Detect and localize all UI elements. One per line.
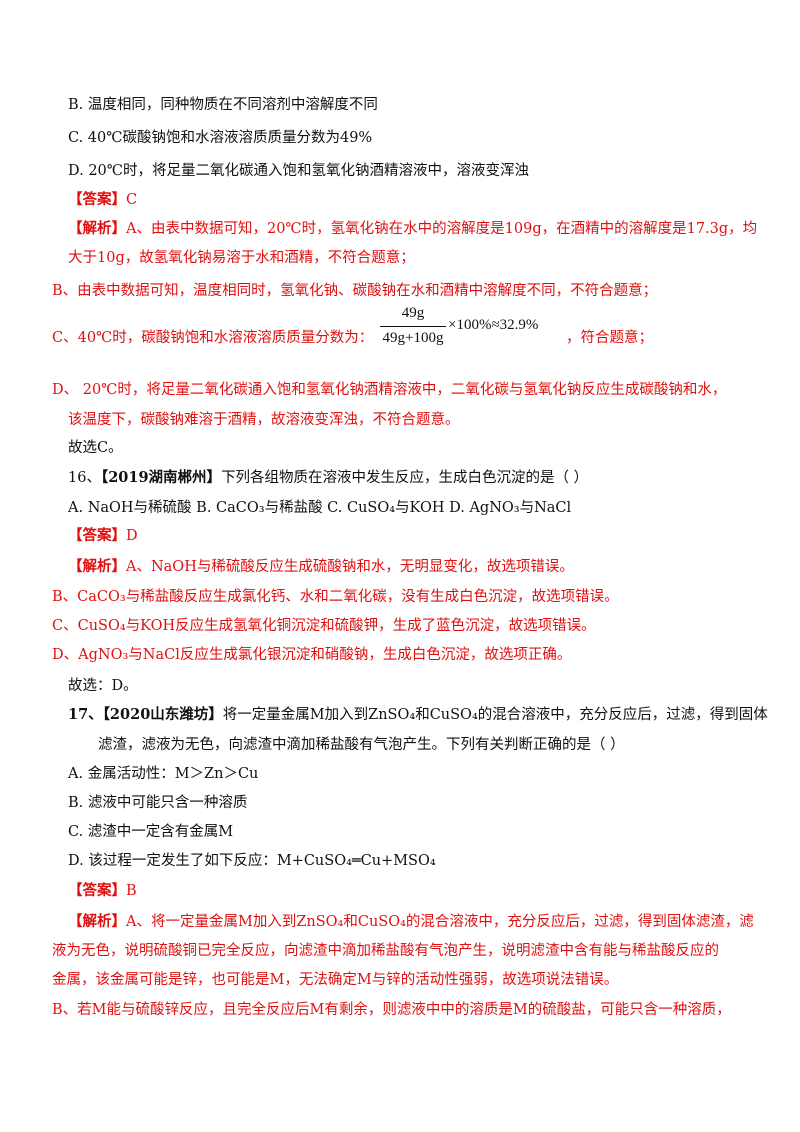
explanation-text: A、由表中数据可知，20℃时，氢氧化钠在水中的溶解度是109g，在酒精中的溶解度…	[126, 221, 758, 237]
fraction-denominator: 49g+100g	[382, 330, 444, 346]
q16-explanation-a: 【解析】A、NaOH与稀硫酸反应生成硫酸钠和水，无明显变化，故选项错误。	[68, 557, 574, 577]
q15-explanation-c-suffix: ，符合题意；	[566, 330, 653, 346]
q15-option-c: C. 40℃碳酸钠饱和水溶液溶质质量分数为49%	[68, 130, 373, 146]
q15-explanation-a-line2: 大于10g，故氢氧化钠易溶于水和酒精，不符合题意；	[68, 250, 415, 266]
q17-option-a: A. 金属活动性：M＞Zn＞Cu	[68, 766, 259, 782]
answer-tag: 【答案】	[68, 527, 126, 544]
q17-stem-line2: 滤渣，滤液为无色，向滤渣中滴加稀盐酸有气泡产生。下列有关判断正确的是（ ）	[98, 737, 625, 753]
answer-value: D	[126, 528, 138, 544]
explanation-text: A、将一定量金属M加入到ZnSO₄和CuSO₄的混合溶液中，充分反应后，过滤，得…	[126, 914, 754, 930]
q17-explanation-b: B、若M能与硫酸锌反应，且完全反应后M有剩余，则滤液中中的溶质是M的硫酸盐，可能…	[52, 1002, 731, 1018]
fraction-result: ×100%≈32.9%	[448, 317, 539, 333]
q16-explanation-b: B、CaCO₃与稀盐酸反应生成氯化钙、水和二氧化碳，没有生成白色沉淀，故选项错误…	[52, 589, 619, 605]
q17-explanation-a-line3: 金属，该金属可能是锌，也可能是M，无法确定M与锌的活动性强弱，故选项说法错误。	[52, 972, 619, 988]
q17-stem-line1: 17、【2020山东潍坊】将一定量金属M加入到ZnSO₄和CuSO₄的混合溶液中…	[68, 705, 768, 725]
answer-value: B	[126, 883, 137, 899]
q15-explanation-b: B、由表中数据可知，温度相同时，氢氧化钠、碳酸钠在水和酒精中溶解度不同，不符合题…	[52, 283, 658, 299]
q15-option-d: D. 20℃时，将足量二氧化碳通入饱和氢氧化钠酒精溶液中，溶液变浑浊	[68, 163, 529, 179]
q15-explanation-d-line1: D、 20℃时，将足量二氧化碳通入饱和氢氧化钠酒精溶液中，二氧化碳与氢氧化钠反应…	[52, 382, 727, 398]
q15-option-b: B. 温度相同，同种物质在不同溶剂中溶解度不同	[68, 97, 378, 113]
q16-explanation-d: D、AgNO₃与NaCl反应生成氯化银沉淀和硝酸钠，生成白色沉淀，故选项正确。	[52, 647, 572, 663]
question-source: 【2019湖南郴州】	[100, 469, 222, 486]
answer-tag: 【答案】	[68, 882, 126, 899]
q17-answer: 【答案】B	[68, 881, 137, 901]
answer-tag: 【答案】	[68, 191, 126, 208]
q17-option-c: C. 滤渣中一定含有金属M	[68, 824, 234, 840]
question-text: 将一定量金属M加入到ZnSO₄和CuSO₄的混合溶液中，充分反应后，过滤，得到固…	[222, 707, 768, 723]
q15-explanation-a-line1: 【解析】A、由表中数据可知，20℃时，氢氧化钠在水中的溶解度是109g，在酒精中…	[68, 219, 757, 239]
fraction-numerator: 49g	[401, 305, 425, 321]
question-source: 【2020山东潍坊】	[102, 706, 223, 723]
explanation-text: A、NaOH与稀硫酸反应生成硫酸钠和水，无明显变化，故选项错误。	[126, 559, 574, 575]
q15-answer: 【答案】C	[68, 190, 137, 210]
q17-explanation-a-line1: 【解析】A、将一定量金属M加入到ZnSO₄和CuSO₄的混合溶液中，充分反应后，…	[68, 912, 754, 932]
q15-explanation-c-prefix: C、40℃时，碳酸钠饱和水溶液溶质质量分数为：	[52, 330, 374, 346]
answer-value: C	[126, 192, 138, 208]
q16-conclusion: 故选：D。	[68, 678, 138, 694]
analysis-tag: 【解析】	[68, 558, 126, 575]
q16-answer: 【答案】D	[68, 526, 138, 546]
q17-option-d: D. 该过程一定发生了如下反应：M+CuSO₄═Cu+MSO₄	[68, 853, 436, 869]
question-number: 17、	[68, 706, 103, 723]
q17-explanation-a-line2: 液为无色，说明硫酸铜已完全反应，向滤渣中滴加稀盐酸有气泡产生，说明滤渣中含有能与…	[52, 943, 719, 959]
q16-options: A. NaOH与稀硫酸 B. CaCO₃与稀盐酸 C. CuSO₄与KOH D.…	[68, 500, 572, 516]
question-number: 16、	[68, 470, 101, 486]
analysis-tag: 【解析】	[68, 913, 126, 930]
analysis-tag: 【解析】	[68, 220, 126, 237]
question-text: 下列各组物质在溶液中发生反应，生成白色沉淀的是（ ）	[221, 470, 589, 486]
q17-option-b: B. 滤液中可能只含一种溶质	[68, 795, 248, 811]
q16-stem: 16、【2019湖南郴州】下列各组物质在溶液中发生反应，生成白色沉淀的是（ ）	[68, 468, 588, 488]
fraction-bar	[380, 326, 446, 327]
q15-explanation-d-line2: 该温度下，碳酸钠难溶于酒精，故溶液变浑浊，不符合题意。	[68, 412, 460, 428]
q15-conclusion: 故选C。	[68, 440, 123, 456]
q16-explanation-c: C、CuSO₄与KOH反应生成氢氧化铜沉淀和硫酸钾，生成了蓝色沉淀，故选项错误。	[52, 618, 596, 634]
